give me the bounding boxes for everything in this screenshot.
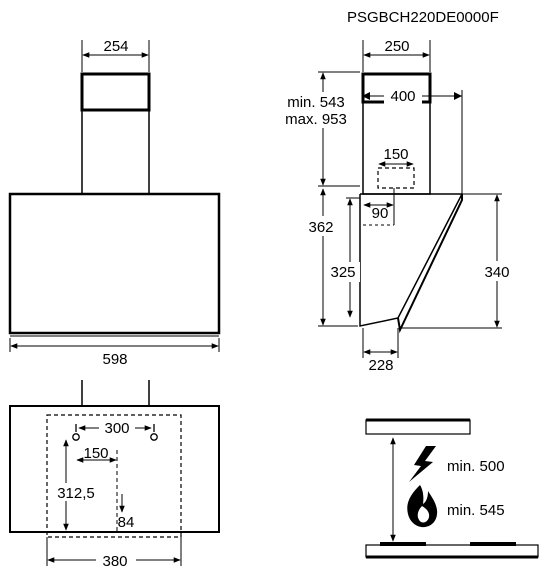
hob-clearance: min. 500 min. 545	[365, 418, 539, 559]
side-hood-profile	[359, 193, 463, 327]
side-view: 250 400 min. 543 max. 953 150 90 362 325	[274, 38, 519, 374]
outlet-dashed	[377, 167, 415, 189]
front-view: 254 598	[8, 38, 221, 368]
gas-hob-clearance: min. 545	[447, 502, 505, 519]
model-code: PSGBCH220DE0000F	[347, 9, 499, 26]
hood-height-label: 362	[308, 219, 333, 236]
glass-height-label: 325	[330, 264, 355, 281]
front-hood-body	[8, 192, 221, 335]
chimney-width-label: 254	[103, 38, 128, 55]
bottom-offset-label: 84	[118, 514, 135, 531]
electric-hob-clearance: min. 500	[447, 458, 505, 475]
mounting-panel	[9, 405, 220, 533]
chimney-depth-label: 250	[384, 38, 409, 55]
bracket-width-label: 380	[102, 553, 127, 570]
hood-width-label: 598	[102, 351, 127, 368]
front-height-label: 340	[484, 264, 509, 281]
hole-spacing-label: 300	[104, 420, 129, 437]
front-chimney-upper	[80, 72, 151, 112]
side-hood-glass	[397, 194, 463, 334]
mounting-hole-right	[150, 433, 158, 441]
chimney-height-max: max. 953	[285, 111, 347, 128]
mounting-view: 300 150 312,5 84 380	[9, 380, 220, 570]
bottom-depth-label: 228	[368, 357, 393, 374]
wall-to-front-label: 400	[390, 88, 415, 105]
chimney-height-min: min. 543	[287, 94, 345, 111]
mounting-hole-left	[72, 433, 80, 441]
lightning-bolt-icon	[409, 446, 436, 482]
front-chimney-lower	[81, 109, 150, 195]
hob-surface	[365, 544, 539, 558]
outlet-width-label: 150	[383, 146, 408, 163]
mounting-outlet-label: 150	[83, 445, 108, 462]
mounting-area-dashed	[46, 414, 182, 538]
hood-underside	[365, 419, 471, 435]
hole-height-label: 312,5	[57, 485, 95, 502]
outlet-offset-label: 90	[372, 205, 389, 222]
flame-icon	[407, 485, 438, 528]
